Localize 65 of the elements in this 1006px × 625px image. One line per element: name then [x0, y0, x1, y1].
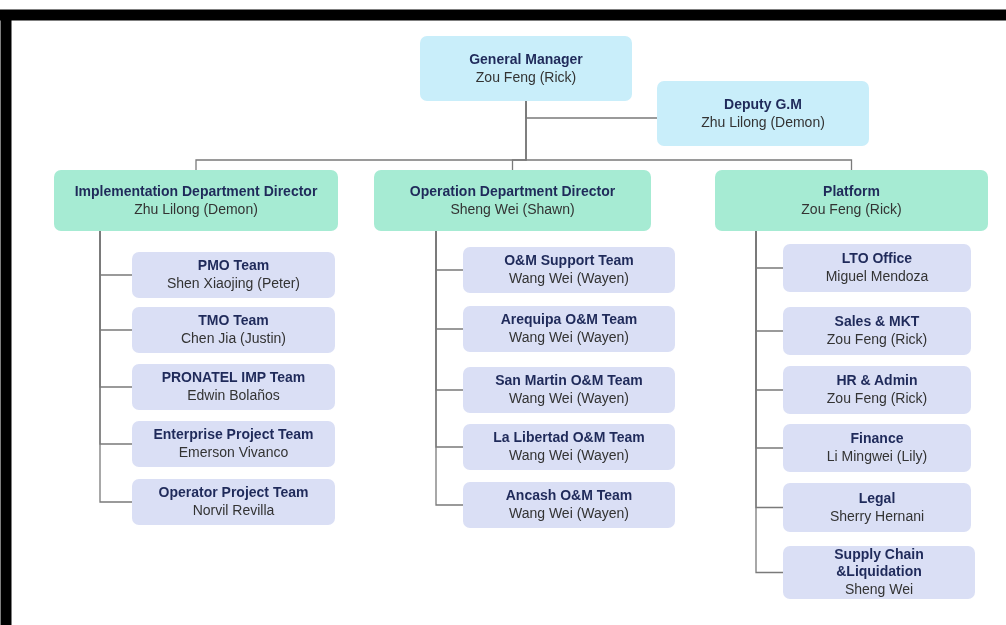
- role-title: Operation Department Director: [409, 182, 616, 200]
- role-title: Legal: [858, 489, 896, 507]
- role-title: General Manager: [469, 50, 583, 68]
- role-title: O&M Support Team: [504, 252, 634, 269]
- role-title: Deputy G.M: [724, 95, 802, 113]
- person-name: Miguel Mendoza: [825, 267, 929, 286]
- role-title: Supply Chain &Liquidation: [833, 546, 925, 580]
- team-box: [783, 546, 975, 599]
- team-box: [132, 479, 335, 525]
- team-box: [783, 483, 971, 532]
- team-box: [783, 366, 971, 414]
- role-title: Platform: [823, 182, 880, 200]
- person-name: Li Mingwei (Lily): [826, 447, 928, 466]
- team-box: [783, 307, 971, 355]
- role-title: Enterprise Project Team: [153, 426, 314, 443]
- team-box: [463, 367, 675, 413]
- role-title: Implementation Department Director: [74, 182, 318, 200]
- person-name: Chen Jia (Justin): [180, 329, 286, 348]
- connector-line: [435, 230, 464, 506]
- connector-line: [99, 230, 133, 503]
- person-name: Zhu Lilong (Demon): [701, 112, 825, 132]
- person-name: Wang Wei (Wayen): [508, 504, 630, 523]
- department-box: [374, 170, 651, 231]
- person-name: Zou Feng (Rick): [475, 67, 577, 87]
- role-title: Operator Project Team: [158, 484, 309, 501]
- person-name: Shen Xiaojing (Peter): [166, 274, 301, 293]
- team-box: [463, 424, 675, 470]
- person-name: Zou Feng (Rick): [826, 389, 928, 408]
- person-name: Wang Wei (Wayen): [508, 446, 630, 465]
- person-name: Wang Wei (Wayen): [508, 269, 630, 288]
- person-name: Sheng Wei: [844, 580, 914, 599]
- person-name: Emerson Vivanco: [178, 443, 289, 462]
- role-title: Sales & MKT: [834, 313, 920, 330]
- person-name: Zhu Lilong (Demon): [134, 199, 258, 219]
- role-title: San Martin O&M Team: [495, 372, 643, 389]
- team-box: [783, 424, 971, 472]
- role-title: TMO Team: [198, 312, 269, 329]
- team-box: [463, 247, 675, 293]
- manager-box: [420, 36, 632, 101]
- team-box: [132, 252, 335, 298]
- role-title: Ancash O&M Team: [505, 487, 633, 504]
- person-name: Sherry Hernani: [829, 506, 925, 526]
- role-title: La Libertad O&M Team: [493, 429, 645, 446]
- team-box: [132, 307, 335, 353]
- department-box: [54, 170, 338, 231]
- team-box: [132, 364, 335, 410]
- role-title: LTO Office: [841, 250, 913, 267]
- person-name: Wang Wei (Wayen): [508, 328, 630, 347]
- team-box: [463, 306, 675, 352]
- team-box: [783, 244, 971, 292]
- person-name: Zou Feng (Rick): [826, 330, 928, 349]
- role-title: Arequipa O&M Team: [500, 311, 638, 328]
- role-title: HR & Admin: [836, 372, 918, 389]
- person-name: Zou Feng (Rick): [801, 199, 902, 219]
- team-box: [463, 482, 675, 528]
- role-title: Finance: [850, 430, 904, 447]
- role-title: PMO Team: [197, 257, 270, 274]
- manager-box: [657, 81, 869, 146]
- department-box: [715, 170, 988, 231]
- team-box: [132, 421, 335, 467]
- person-name: Sheng Wei (Shawn): [450, 199, 575, 219]
- role-title: PRONATEL IMP Team: [161, 369, 306, 386]
- person-name: Norvil Revilla: [192, 501, 275, 520]
- person-name: Wang Wei (Wayen): [508, 389, 630, 408]
- person-name: Edwin Bolaños: [187, 386, 280, 405]
